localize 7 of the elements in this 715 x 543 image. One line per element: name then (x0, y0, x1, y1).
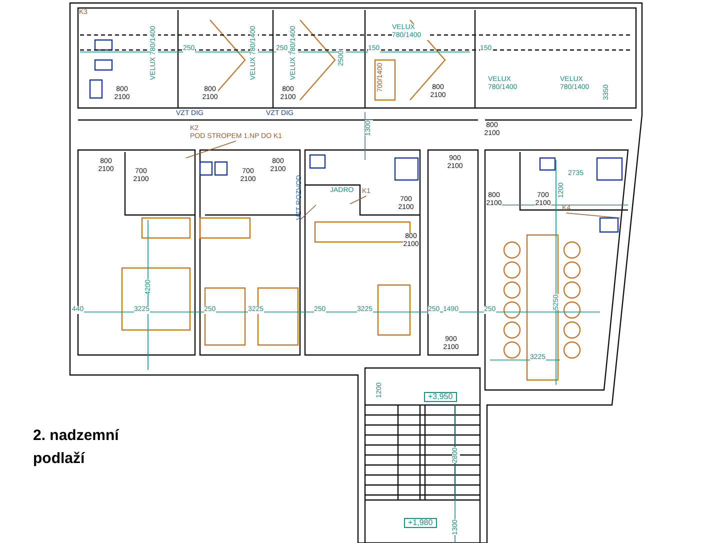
level-mark: +1,980 (404, 518, 437, 528)
leader-line (350, 196, 367, 204)
plan-caption: 2. nadzemní podlaží (33, 426, 120, 469)
level-mark: +3,950 (424, 392, 457, 402)
leader-line (300, 204, 316, 220)
leader-line (566, 212, 620, 218)
leader-line (186, 140, 236, 158)
